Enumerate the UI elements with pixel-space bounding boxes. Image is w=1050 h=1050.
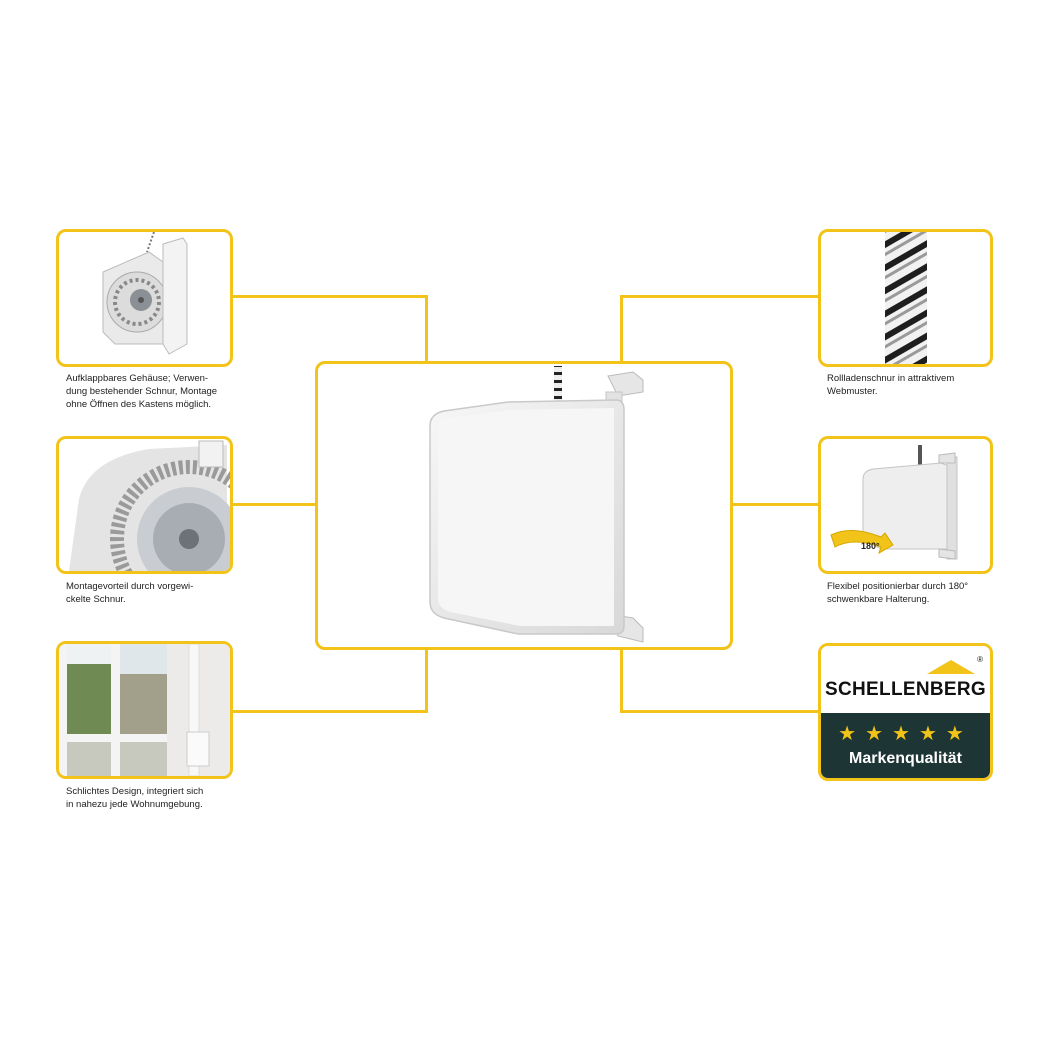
design-caption: Schlichtes Design, integriert sich in na… [66, 786, 204, 810]
brand-badge: ® SCHELLENBERG ★★★★★ Markenqualität [818, 643, 993, 781]
woven-cord-image [885, 232, 927, 364]
prewound-caption: Montagevorteil durch vorgewi- ckelte Sch… [66, 581, 194, 605]
design-image-frame [56, 641, 233, 779]
prewound-cord-image [69, 440, 230, 571]
open-housing-image [102, 232, 188, 355]
connector-line [425, 647, 428, 713]
housing-caption: Aufklappbares Gehäuse; Verwen- dung best… [66, 373, 218, 410]
connector-line [731, 503, 820, 506]
connector-line [232, 295, 428, 298]
connector-line [232, 710, 428, 713]
belt-winder-product-image [429, 366, 644, 643]
badge-top: ® SCHELLENBERG [821, 646, 990, 713]
angle-label: 180° [861, 541, 880, 551]
connector-line [620, 710, 820, 713]
connector-line [425, 295, 428, 363]
cord-image-frame [818, 229, 993, 367]
connector-line [232, 503, 317, 506]
prewound-image-frame [56, 436, 233, 574]
housing-image-frame [56, 229, 233, 367]
rating-stars: ★★★★★ [838, 723, 973, 745]
mount-image-frame: 180° [818, 436, 993, 574]
roof-logo-icon [927, 660, 975, 674]
connector-line [620, 295, 820, 298]
connector-line [620, 647, 623, 713]
window-scene-image [59, 644, 230, 776]
registered-mark: ® [977, 655, 983, 664]
connector-line [620, 295, 623, 363]
swivel-mount-image [830, 445, 958, 560]
badge-bottom: ★★★★★ Markenqualität [821, 713, 990, 778]
mount-caption: Flexibel positionierbar durch 180° schwe… [827, 581, 969, 605]
quality-label: Markenqualität [849, 750, 962, 767]
brand-name: SCHELLENBERG [825, 679, 986, 700]
cord-caption: Rollladenschnur in attraktivem Webmuster… [827, 373, 955, 397]
main-product-frame [315, 361, 733, 650]
